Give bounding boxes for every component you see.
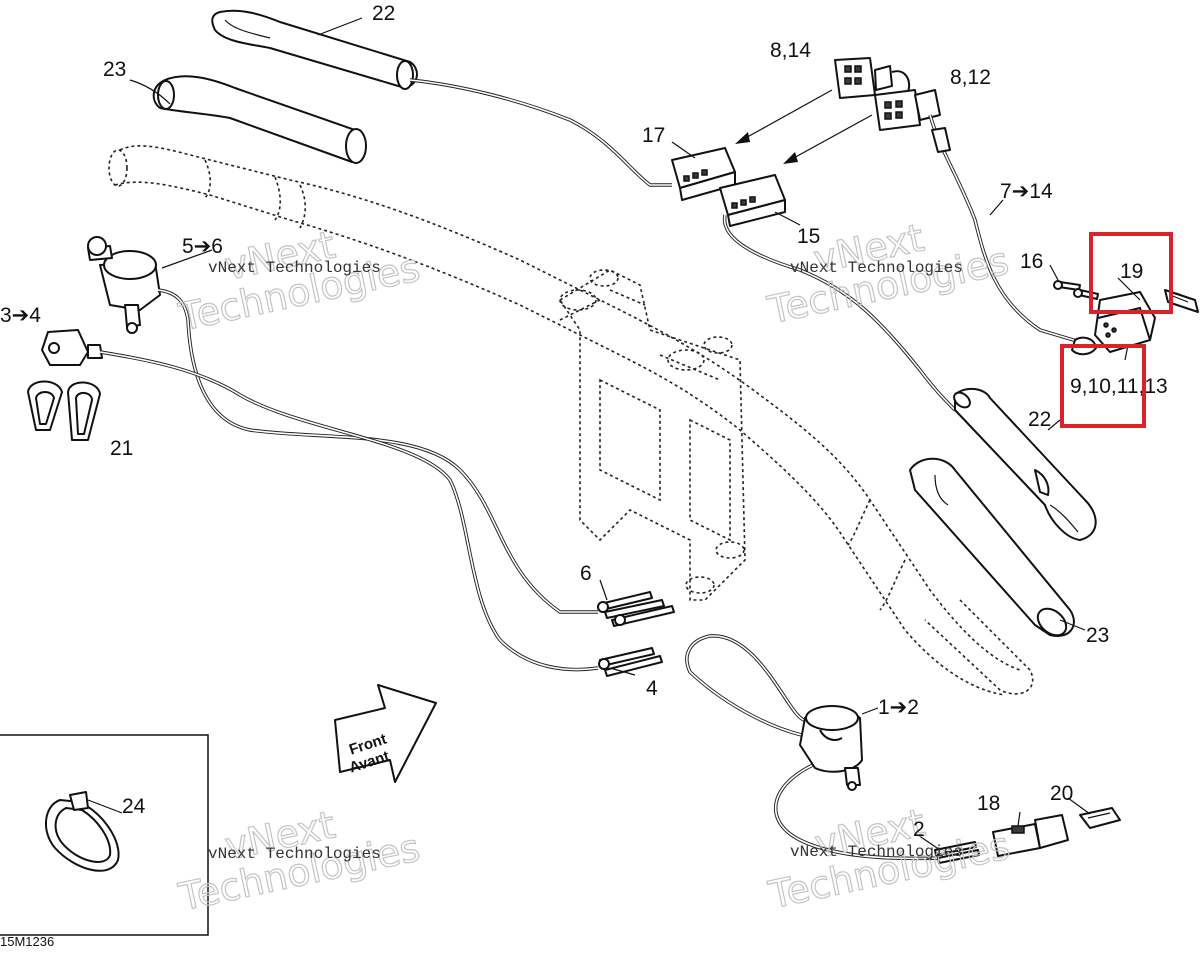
label-23-top: 23 <box>103 58 126 81</box>
terminals-2 <box>934 841 980 864</box>
label-22-right: 22 <box>1028 408 1051 431</box>
handlebar <box>108 145 1021 696</box>
label-8-14: 8,14 <box>770 39 811 62</box>
label-22-top: 22 <box>372 2 395 25</box>
left-grip-heater <box>211 9 418 90</box>
label-2: 2 <box>913 818 925 841</box>
callout-labels: 22 23 8,14 8,12 17 15 7➔14 5➔6 3➔4 16 19… <box>0 2 1168 949</box>
connector-8-12 <box>874 89 941 131</box>
handlebar-riser <box>558 269 746 601</box>
connector-8-14 <box>834 57 911 99</box>
label-18: 18 <box>977 792 1000 815</box>
label-7-14: 7➔14 <box>1000 180 1053 203</box>
label-6: 6 <box>580 562 592 585</box>
highlight-box-19 <box>1089 232 1173 314</box>
label-9-10-11-13: 9,10,11,13 <box>1070 375 1168 398</box>
label-24: 24 <box>122 795 146 818</box>
watermark-text: vNext Technologies <box>790 843 963 861</box>
watermark-text: vNext Technologies <box>208 259 381 277</box>
label-15: 15 <box>797 225 820 248</box>
label-8-12: 8,12 <box>950 66 991 89</box>
label-16: 16 <box>1020 250 1043 273</box>
clamps-21 <box>27 380 101 441</box>
watermark-text: vNext Technologies <box>208 845 381 863</box>
terminals-4 <box>598 647 663 677</box>
right-grip-heater <box>953 387 1097 541</box>
connector-15 <box>719 174 786 227</box>
front-arrow: Front Avant <box>334 684 437 783</box>
inset-box-24 <box>0 734 209 936</box>
left-grip <box>152 75 367 164</box>
terminal-19 <box>1164 289 1199 313</box>
label-4: 4 <box>646 677 658 700</box>
label-5-6: 5➔6 <box>182 235 223 258</box>
connector-3-4 <box>41 329 103 366</box>
label-20: 20 <box>1050 782 1073 805</box>
leader-lines <box>87 17 1141 851</box>
switch-5-6 <box>87 236 161 334</box>
figure-code: 15M1236 <box>0 934 54 949</box>
label-17: 17 <box>642 124 665 147</box>
connector-17 <box>671 147 736 201</box>
label-21: 21 <box>110 437 133 460</box>
label-23-right: 23 <box>1086 624 1109 647</box>
switch-1-2 <box>799 705 863 791</box>
screws-16 <box>1053 280 1099 300</box>
label-19: 19 <box>1120 260 1143 283</box>
terminal-20 <box>1079 807 1121 829</box>
terminals-6 <box>597 591 675 627</box>
label-3-4: 3➔4 <box>0 304 41 327</box>
watermark-text: vNext Technologies <box>790 259 963 277</box>
connector-9-10-11-13 <box>1071 291 1156 356</box>
connector-18 <box>992 814 1069 857</box>
right-grip <box>909 457 1075 637</box>
highlight-box-9-10-11-13 <box>1060 344 1146 428</box>
label-1-2: 1➔2 <box>878 696 919 719</box>
